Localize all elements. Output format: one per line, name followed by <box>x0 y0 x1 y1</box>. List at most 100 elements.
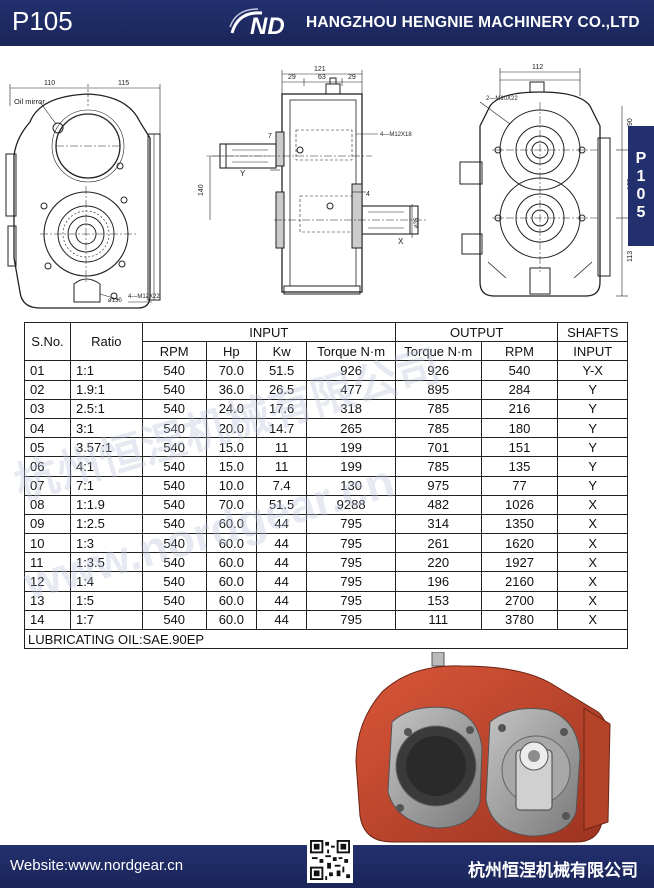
cell-shaft-input: Y <box>557 379 628 400</box>
cell-kw: 44 <box>255 513 308 535</box>
cell-sno: 05 <box>24 437 71 458</box>
m12x18-label: 4—M12X18 <box>380 132 412 138</box>
dim-140: 140 <box>198 184 205 196</box>
cell-kw: 7.4 <box>255 475 308 496</box>
cell-rpm-in: 540 <box>141 475 207 496</box>
cell-torque-out: 261 <box>394 533 482 554</box>
side-view-drawing <box>206 70 428 295</box>
cell-hp: 24.0 <box>205 398 257 419</box>
cell-rpm-out: 2700 <box>480 590 559 611</box>
header-torque-in: Torque N·m <box>306 341 396 362</box>
cell-hp: 15.0 <box>205 456 257 477</box>
cell-torque-out: 975 <box>394 475 482 496</box>
cell-shaft-input: X <box>557 513 628 535</box>
oil-mirror-label: Oil mirror <box>14 97 45 106</box>
cell-rpm-in: 540 <box>141 360 207 381</box>
side-tab-char: 0 <box>636 186 646 203</box>
cell-hp: 60.0 <box>205 513 257 535</box>
cell-sno: 06 <box>24 456 71 477</box>
cell-rpm-out: 284 <box>480 379 559 400</box>
cell-rpm-in: 540 <box>141 533 207 554</box>
cell-shaft-input: X <box>557 552 628 573</box>
cell-torque-out: 220 <box>394 552 482 573</box>
cell-torque-out: 926 <box>394 360 482 381</box>
cell-torque-out: 785 <box>394 456 482 477</box>
cell-torque-in: 9288 <box>306 494 396 515</box>
label-x: X <box>398 237 404 246</box>
qr-code-icon[interactable] <box>307 837 353 883</box>
page-footer: Website:www.nordgear.cn 杭州恒涅机械有限公司 <box>0 837 654 888</box>
cell-rpm-in: 540 <box>141 417 207 439</box>
cell-shaft-input: X <box>557 571 628 592</box>
side-tab-char: 5 <box>636 204 646 221</box>
company-name-cn: 杭州恒涅机械有限公司 <box>468 861 638 881</box>
header-hp: Hp <box>205 341 257 362</box>
cell-kw: 44 <box>255 590 308 611</box>
cell-torque-in: 199 <box>306 456 396 477</box>
cell-rpm-out: 540 <box>480 360 559 381</box>
cell-ratio: 3:1 <box>69 417 143 439</box>
cell-torque-out: 701 <box>394 437 482 458</box>
cell-rpm-in: 540 <box>141 379 207 400</box>
cell-ratio: 3.57:1 <box>69 437 143 458</box>
cell-rpm-out: 1620 <box>480 533 559 554</box>
side-tab-char: P <box>635 150 647 167</box>
cell-kw: 26.5 <box>255 379 308 400</box>
cell-rpm-out: 216 <box>480 398 559 419</box>
cell-torque-out: 314 <box>394 513 482 535</box>
cell-kw: 11 <box>255 437 308 458</box>
header-output: OUTPUT <box>394 321 559 343</box>
cell-torque-in: 795 <box>306 513 396 535</box>
cell-sno: 04 <box>24 417 71 439</box>
side-tab-char: 1 <box>636 168 646 185</box>
cell-torque-in: 795 <box>306 571 396 592</box>
cell-torque-out: 111 <box>394 609 482 631</box>
header-torque-out: Torque N·m <box>394 341 482 362</box>
cell-sno: 01 <box>24 360 71 381</box>
cell-sno: 10 <box>24 533 71 554</box>
cell-rpm-in: 540 <box>141 437 207 458</box>
cell-rpm-out: 2160 <box>480 571 559 592</box>
cell-sno: 09 <box>24 513 71 535</box>
cell-torque-out: 153 <box>394 590 482 611</box>
header-shaft-input: INPUT <box>557 341 628 362</box>
cell-hp: 70.0 <box>205 494 257 515</box>
header-shafts: SHAFTS <box>557 321 628 343</box>
company-name: HANGZHOU HENGNIE MACHINERY CO.,LTD <box>306 14 640 31</box>
cell-shaft-input: Y-X <box>557 360 628 381</box>
cell-sno: 13 <box>24 590 71 611</box>
cell-torque-out: 785 <box>394 417 482 439</box>
cell-rpm-in: 540 <box>141 494 207 515</box>
cell-torque-in: 199 <box>306 437 396 458</box>
cell-hp: 36.0 <box>205 379 257 400</box>
header-ratio: Ratio <box>69 321 143 362</box>
website-link[interactable]: Website:www.nordgear.cn <box>10 857 184 874</box>
cell-rpm-in: 540 <box>141 513 207 535</box>
cell-rpm-out: 3780 <box>480 609 559 631</box>
cell-ratio: 1:2.5 <box>69 513 143 535</box>
cell-torque-in: 795 <box>306 609 396 631</box>
cell-sno: 07 <box>24 475 71 496</box>
cell-rpm-in: 540 <box>141 552 207 573</box>
cell-torque-in: 265 <box>306 417 396 439</box>
cell-rpm-out: 151 <box>480 437 559 458</box>
dim-4: 4 <box>366 191 370 198</box>
page-header: P105 ND HANGZHOU HENGNIE MACHINERY CO.,L… <box>0 0 654 46</box>
front-view-drawing <box>5 84 161 309</box>
cell-rpm-out: 1927 <box>480 552 559 573</box>
cell-torque-in: 795 <box>306 533 396 554</box>
header-input: INPUT <box>141 321 396 343</box>
cell-ratio: 4:1 <box>69 456 143 477</box>
dim-121: 121 <box>314 66 326 73</box>
cell-rpm-out: 1026 <box>480 494 559 515</box>
cell-ratio: 1:4 <box>69 571 143 592</box>
